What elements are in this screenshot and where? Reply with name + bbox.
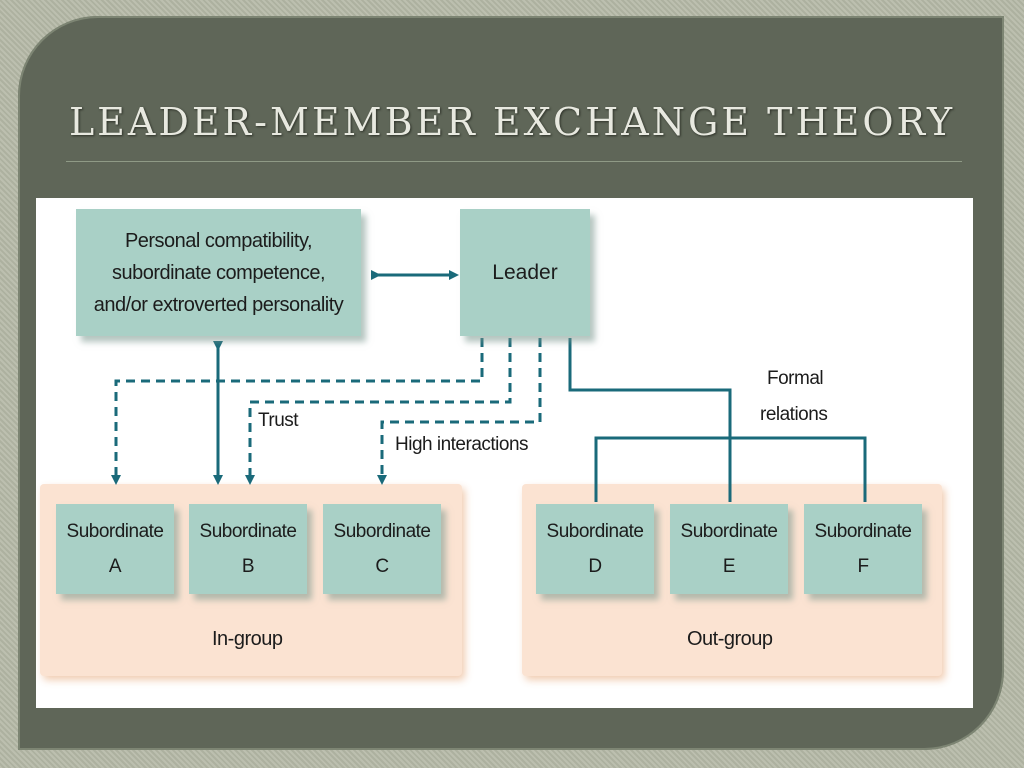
subordinate-d-title: Subordinate	[546, 521, 644, 542]
subordinate-e-title: Subordinate	[680, 521, 778, 542]
subordinate-c-id: C	[375, 556, 389, 577]
subordinate-a-title: Subordinate	[66, 521, 164, 542]
leader-to-b-dashed	[245, 338, 512, 485]
leader-box: Leader	[460, 209, 590, 336]
subordinate-c-box: Subordinate C	[323, 504, 441, 594]
slide-title: Leader-Member Exchange Theory	[68, 100, 956, 144]
subordinate-b-id: B	[241, 556, 255, 577]
factors-line-3: and/or extroverted personality	[93, 293, 344, 316]
subordinate-f-box: Subordinate F	[804, 504, 922, 594]
subordinate-b-box: Subordinate B	[189, 504, 307, 594]
factors-line-1: Personal compatibility,	[124, 229, 313, 252]
subordinate-a-box: Subordinate A	[56, 504, 174, 594]
in-group-label: In-group	[212, 628, 283, 650]
subordinate-f-id: F	[857, 556, 869, 577]
leader-to-a-dashed	[111, 338, 484, 485]
subordinate-f-title: Subordinate	[814, 521, 912, 542]
subordinate-c-title: Subordinate	[333, 521, 431, 542]
formal-relations-bracket	[594, 436, 867, 502]
formal-relations-label-1: Formal	[767, 368, 824, 389]
subordinate-b-title: Subordinate	[199, 521, 297, 542]
subordinate-d-box: Subordinate D	[536, 504, 654, 594]
subordinate-e-box: Subordinate E	[670, 504, 788, 594]
subordinate-a-id: A	[108, 556, 122, 577]
factors-line-2: subordinate competence,	[111, 261, 326, 284]
formal-relations-label-2: relations	[760, 404, 828, 425]
title-divider	[66, 161, 962, 162]
out-group-label: Out-group	[687, 628, 773, 650]
subordinate-d-id: D	[588, 556, 602, 577]
high-interactions-label: High interactions	[395, 434, 529, 455]
leader-to-c-dashed	[377, 338, 542, 485]
trust-label: Trust	[258, 410, 299, 431]
subordinate-e-id: E	[722, 556, 736, 577]
leader-label: Leader	[492, 260, 558, 284]
leader-to-e-solid	[568, 338, 732, 502]
factors-box: Personal compatibility, subordinate comp…	[76, 209, 361, 336]
diagram-canvas: Personal compatibility, subordinate comp…	[36, 198, 973, 708]
connector-lines	[111, 270, 867, 502]
